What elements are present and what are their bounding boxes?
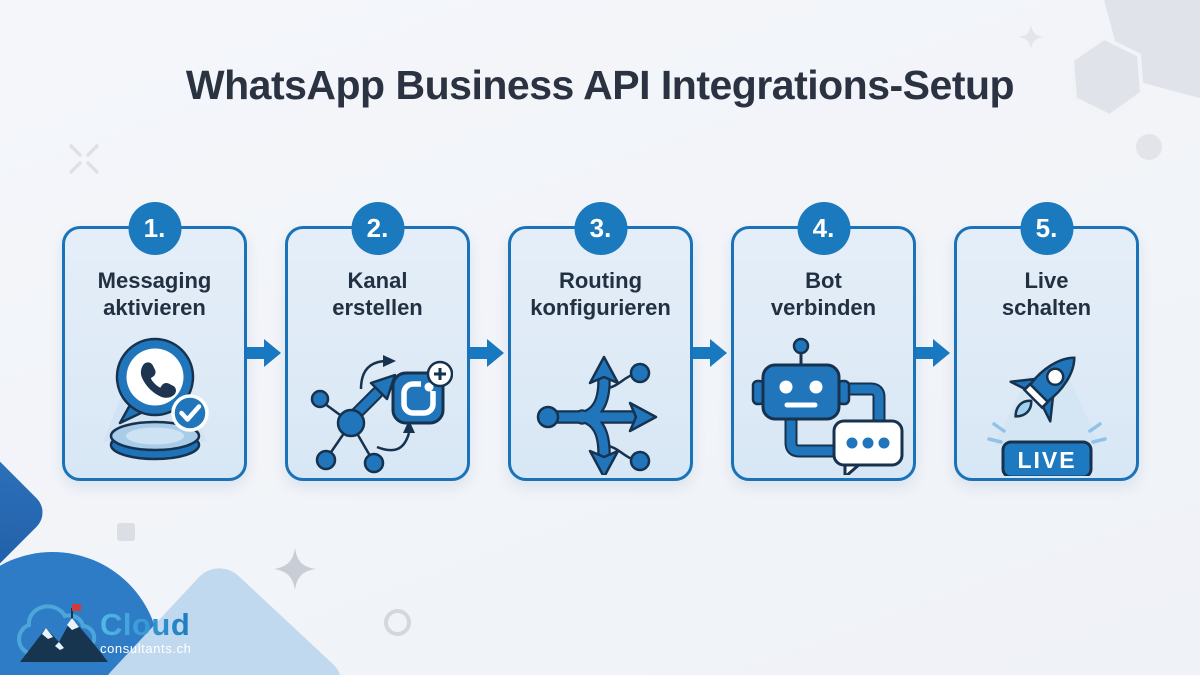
- step-number-badge: 2.: [351, 202, 404, 255]
- rocket-launch-icon: LIVE: [957, 325, 1136, 476]
- arrow-right-icon: [470, 339, 504, 367]
- logo-domain-text: consultants.ch: [100, 641, 192, 656]
- gray-ring-shape: [384, 609, 411, 636]
- live-badge: LIVE: [1017, 447, 1076, 473]
- logo-brand-text: Cloud: [100, 607, 191, 642]
- x-sparkle-icon: [69, 144, 99, 174]
- arrow-right-icon: [916, 339, 950, 367]
- navy-diamond-shape: [0, 431, 51, 594]
- step-number-badge: 4.: [797, 202, 850, 255]
- page-title: WhatsApp Business API Integrations-Setup: [185, 62, 1015, 108]
- step-number-badge: 1.: [128, 202, 181, 255]
- whatsapp-activated-icon: [65, 325, 244, 474]
- step-number-badge: 3.: [574, 202, 627, 255]
- routing-branches-icon: [511, 325, 690, 475]
- footer-logo: Cloud consultants.ch: [16, 596, 192, 670]
- star-sparkle-icon: [274, 548, 316, 590]
- arrow-right-icon: [693, 339, 727, 367]
- gray-square-shape: [117, 523, 135, 541]
- arrow-right-icon: [247, 339, 281, 367]
- gray-dot-shape: [1136, 134, 1162, 160]
- step-number-badge: 5.: [1020, 202, 1073, 255]
- diamond-sparkle-icon: [1018, 24, 1044, 50]
- chatbot-connect-icon: [734, 325, 913, 475]
- create-channel-icon: [288, 325, 467, 474]
